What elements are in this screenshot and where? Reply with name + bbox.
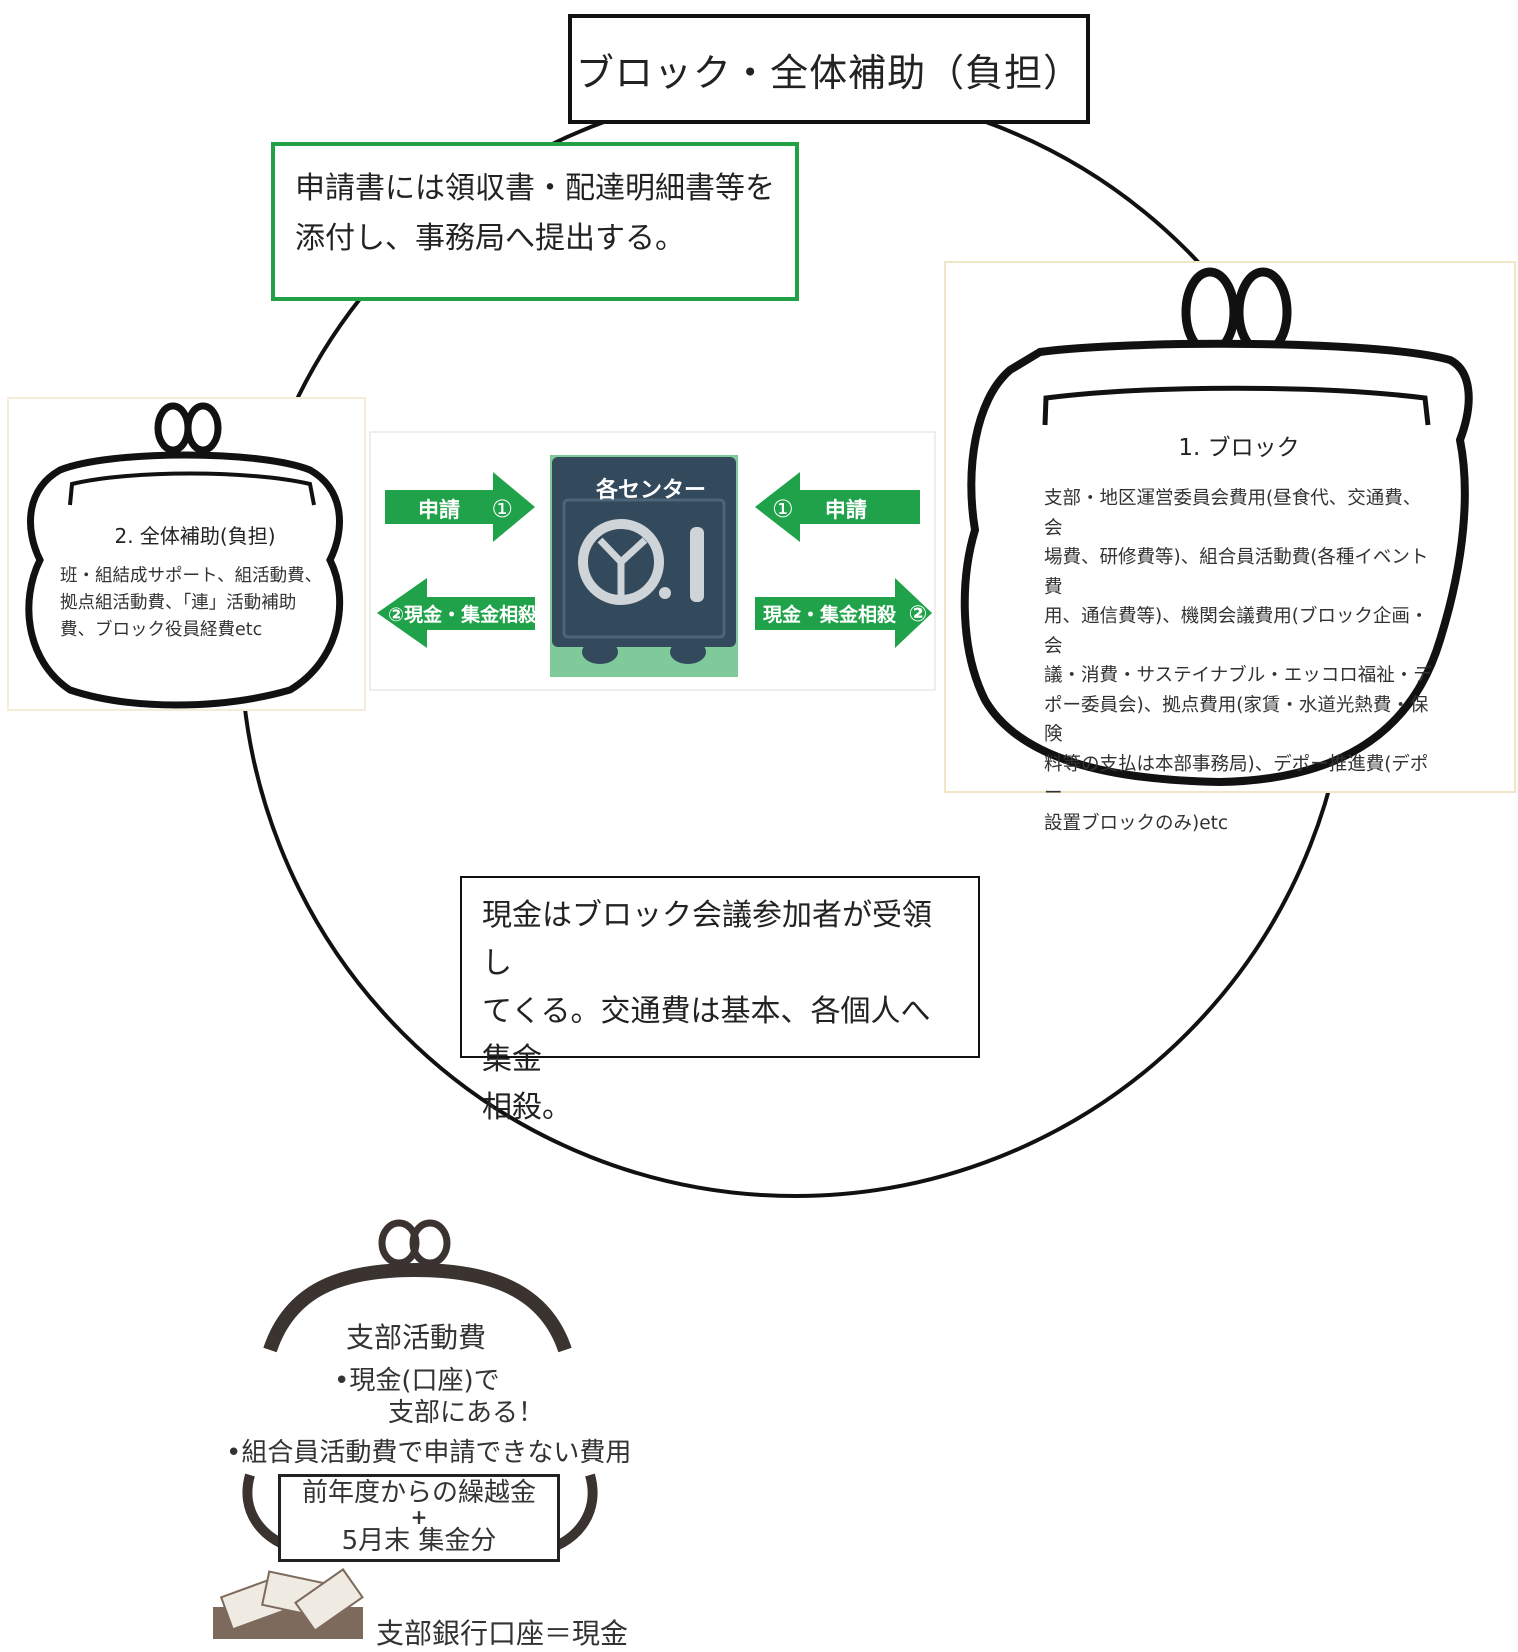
arrow-right-out-label: 現金・集金相殺 ② [763,600,927,627]
branch-line-1: •現金(口座)で [334,1366,500,1396]
arrow-right-in-text: 申請 [824,498,867,522]
purse-block-line-3: 用、通信費等)、機関会議費用(ブロック企画・会 [1044,606,1429,657]
arrow-left-out-label: ②現金・集金相殺 [388,600,537,627]
arrow-right-in-label: ① 申請 [772,494,867,524]
safe-door [562,498,726,639]
carryover-line-2: 5月末 集金分 [341,1526,497,1556]
safe-dial [578,519,664,605]
cash-note-line-1: 現金はブロック会議参加者が受領し [482,898,932,981]
safe-dial-spokes [597,537,648,595]
arrow-left-in-text: 申請 [418,498,460,522]
purse-block-line-4: 議・消費・サステイナブル・エッコロ福祉・デ [1044,665,1432,686]
bottom-purse-top-arc [263,1262,572,1353]
bank-account-label: 支部銀行口座＝現金 [376,1617,629,1650]
arrow-right-in [755,472,920,542]
arrow-right-in-number: ① [772,495,794,523]
safe-keyhole [659,587,671,599]
purse-block-line-5: ポー委員会)、拠点費用(家賃・水道光熱費・保険 [1044,694,1429,746]
application-note-line-1: 申請書には領収書・配達明細書等を [295,171,775,206]
purse-block-line-2: 場費、研修費等)、組合員活動費(各種イベント費 [1044,547,1429,598]
left-purse-body [25,451,344,709]
safe-body [552,457,736,647]
arrow-left-in-number: ① [491,495,513,523]
purse-all-title: 2. 全体補助(負担) [114,524,276,548]
arrow-right-out [755,578,932,648]
carryover-box: 前年度からの繰越金 + 5月末 集金分 [278,1474,560,1562]
safe-foot-right [670,640,706,664]
left-purse-knob-right [184,402,222,454]
cash-note: 現金はブロック会議参加者が受領し てくる。交通費は基本、各個人へ集金 相殺。 [460,876,980,1125]
arrow-left-out [377,578,535,648]
cash-note-line-3: 相殺。 [482,1090,572,1125]
title-box: ブロック・全体補助（負担） [568,14,1090,124]
arrow-left-out-number: ② [388,604,405,626]
branch-title: 支部活動費 [346,1321,487,1354]
purse-block-title: 1. ブロック [1178,435,1300,461]
purse-block-line-7: 設置ブロックのみ)etc [1044,812,1229,834]
purse-block-line-1: 支部・地区運営委員会費用(昼食代、交通費、会 [1044,488,1422,539]
arrow-left-in [385,472,535,542]
carryover-line-1: 前年度からの繰越金 [301,1478,536,1508]
purse-all-text: 2. 全体補助(負担) 班・組結成サポート、組活動費、 拠点組活動費、「連」活動… [60,520,330,644]
application-note: 申請書には領収書・配達明細書等を 添付し、事務局へ提出する。 [271,142,799,301]
carryover-plus: + [410,1505,428,1529]
purse-all-line-1: 班・組結成サポート、組活動費、 [60,566,323,586]
arrow-left-in-label: 申請 ① [418,494,513,524]
branch-line-2: 支部にある！ [388,1398,545,1428]
purse-all-line-3: 費、ブロック役員経費etc [60,620,263,640]
banknote-3 [294,1568,364,1632]
safe-handle [690,527,704,602]
safe-foot-left [582,640,618,664]
left-purse-clasp [68,471,316,506]
arrow-right-out-number: ② [908,602,928,627]
cash-note-line-2: てくる。交通費は基本、各個人へ集金 [482,994,931,1077]
arrow-left-out-text: 現金・集金相殺 [404,604,538,626]
bottom-purse-knob-right [409,1219,451,1267]
arrow-right-out-text: 現金・集金相殺 [763,604,897,626]
application-note-line-2: 添付し、事務局へ提出する。 [295,221,685,256]
right-purse-body [960,339,1473,787]
purse-block-text: 1. ブロック 支部・地区運営委員会費用(昼食代、交通費、会 場費、研修費等)、… [1044,428,1434,838]
branch-line-3: •組合員活動費で申請できない費用 [226,1438,632,1468]
right-purse-clasp [1042,385,1431,426]
purse-block-line-6: 料等の支払は本部事務局)、デポー推進費(デポー [1044,753,1429,805]
center-label: 各センター [596,478,707,503]
page-title: ブロック・全体補助（負担） [575,50,1083,95]
purse-all-line-2: 拠点組活動費、「連」活動補助 [60,593,297,613]
